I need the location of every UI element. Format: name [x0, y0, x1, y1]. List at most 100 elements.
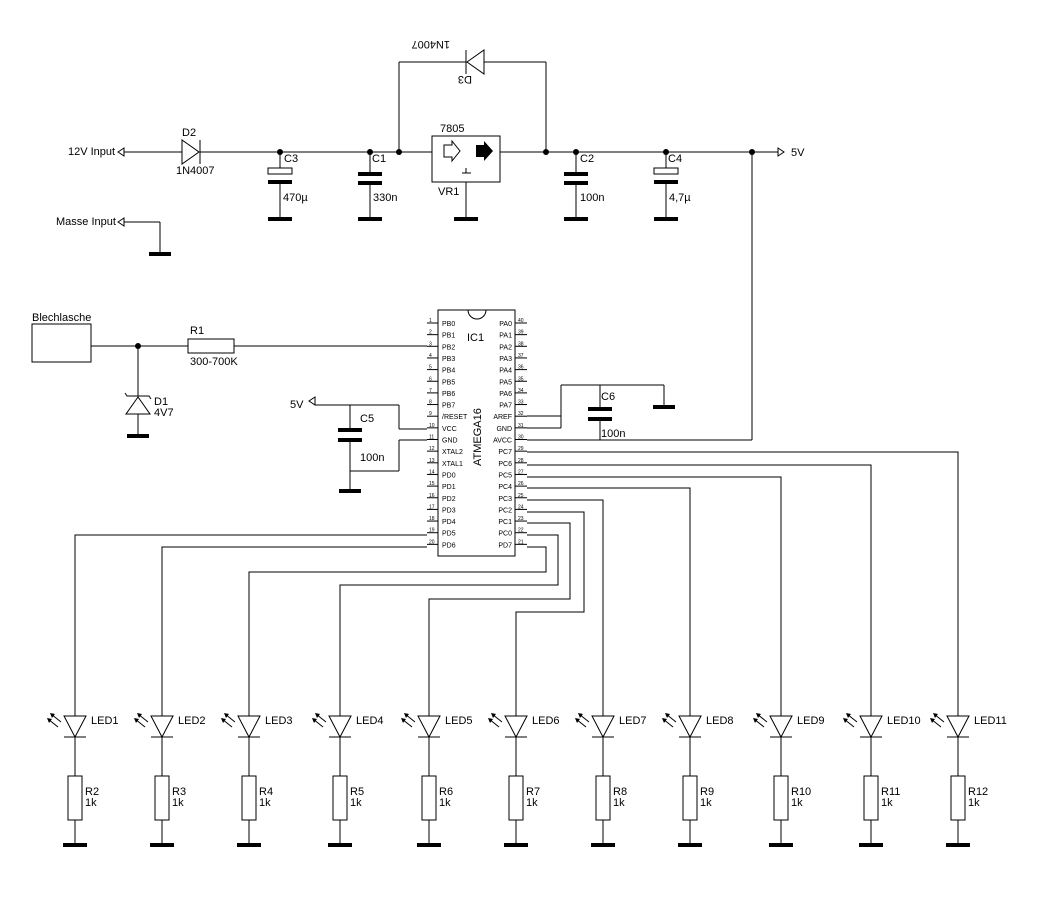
- label-masse-input: Masse Input: [56, 216, 116, 228]
- led-symbol: [417, 715, 441, 739]
- resistor-ref: R2: [85, 786, 99, 798]
- ic-pin-number: 16: [429, 493, 435, 499]
- ic-pin-name: PC2: [498, 507, 512, 514]
- ic-pin-number: 17: [429, 504, 435, 510]
- led-symbol: [591, 715, 615, 739]
- power-supply: 12V Input D2 1N4007 C3 470µ: [56, 38, 805, 441]
- ic-pin-name: PB7: [442, 403, 455, 410]
- d1-ref: D1: [154, 396, 168, 408]
- led-symbol: [150, 715, 174, 739]
- light-emission-icon: [488, 713, 503, 728]
- ic-pin-name: PC5: [498, 472, 512, 479]
- regulator-ref: VR1: [438, 186, 459, 198]
- light-emission-icon: [930, 713, 945, 728]
- output-port-5v: [777, 147, 785, 157]
- resistor: [773, 775, 789, 821]
- ic-pin-name: PC0: [498, 531, 512, 538]
- resistor-value: 1k: [526, 797, 538, 809]
- ic-pin-number: 9: [429, 411, 432, 417]
- sensor-input: Blechlasche R1 300-700K D1 4V7: [31, 312, 427, 438]
- ic-pin-name: PB0: [442, 321, 455, 328]
- ic-pin-number: 6: [429, 376, 432, 382]
- ic-pin-name: PC6: [498, 461, 512, 468]
- zener-d1: [124, 346, 152, 438]
- ic-pin-number: 14: [429, 469, 435, 475]
- ic-pin-number: 3: [429, 341, 432, 347]
- ic-pin-number: 10: [429, 423, 435, 429]
- light-emission-icon: [843, 713, 858, 728]
- led-label: LED6: [532, 715, 560, 727]
- led-label: LED10: [887, 715, 921, 727]
- resistor-value: 1k: [968, 797, 980, 809]
- resistor-r1: [187, 338, 235, 354]
- d2-value: 1N4007: [176, 165, 215, 177]
- ic-pin-name: PD3: [442, 507, 456, 514]
- ic-pin-number: 25: [518, 493, 524, 499]
- vcc-port: [308, 396, 316, 406]
- resistor-value: 1k: [613, 797, 625, 809]
- resistor-ref: R10: [791, 786, 811, 798]
- ic-pin-number: 26: [518, 481, 524, 487]
- d1-value: 4V7: [154, 407, 174, 419]
- resistor-ref: R11: [881, 786, 900, 798]
- ic-pin-name: PA6: [499, 391, 512, 398]
- ic-pin-name: PC4: [498, 484, 512, 491]
- light-emission-icon: [753, 713, 768, 728]
- ic-pin-name: PA2: [499, 344, 512, 351]
- led-symbol: [946, 715, 970, 739]
- ic-pin-number: 1: [429, 318, 432, 324]
- resistor-value: 1k: [85, 797, 97, 809]
- blechlasche-label: Blechlasche: [32, 312, 91, 324]
- resistor: [67, 775, 83, 821]
- resistor: [154, 775, 170, 821]
- ic-pin-number: 19: [429, 528, 435, 534]
- ic-ref: IC1: [467, 332, 484, 344]
- ic-pin-number: 23: [518, 516, 524, 522]
- resistor-ref: R8: [613, 786, 627, 798]
- ic-pin-number: 2: [429, 330, 432, 336]
- led-channels: LED1R21kLED2R31kLED3R41kLED4R51kLED5R61k…: [47, 713, 1007, 847]
- ic-pin-name: PD2: [442, 496, 456, 503]
- resistor-ref: R5: [350, 786, 364, 798]
- ic-pin-name: PA5: [499, 379, 512, 386]
- c5-ref: C5: [360, 413, 374, 425]
- ic-pin-number: 36: [518, 365, 524, 371]
- ic-pin-number: 29: [518, 446, 524, 452]
- led-label: LED3: [265, 715, 293, 727]
- led-label: LED4: [356, 715, 384, 727]
- resistor: [950, 775, 966, 821]
- blechlasche-plate: [31, 323, 92, 363]
- ic-pin-name: PD4: [442, 519, 456, 526]
- ic-pin-name: PA4: [499, 368, 512, 375]
- ic-body: [437, 309, 516, 557]
- c3-ref: C3: [284, 153, 298, 165]
- label-5v-output: 5V: [791, 147, 805, 159]
- r1-value: 300-700K: [190, 356, 238, 368]
- regulator-vr1: [431, 135, 501, 221]
- ic-pin-number: 37: [518, 353, 524, 359]
- ic-pin-number: 21: [518, 539, 524, 545]
- ic-pin-name: PD1: [442, 484, 456, 491]
- light-emission-icon: [221, 713, 236, 728]
- light-emission-icon: [401, 713, 416, 728]
- ic-pin-name: PA7: [499, 403, 512, 410]
- ic-pin-name: PD5: [442, 531, 456, 538]
- light-emission-icon: [47, 713, 62, 728]
- ic-pin-number: 38: [518, 341, 524, 347]
- led-label: LED2: [178, 715, 206, 727]
- ic-name: ATMEGA16: [472, 408, 484, 466]
- ic-pin-number: 4: [429, 353, 432, 359]
- led-symbol: [63, 715, 87, 739]
- resistor-value: 1k: [700, 797, 712, 809]
- light-emission-icon: [312, 713, 327, 728]
- led-symbol: [859, 715, 883, 739]
- d3-ref: D3: [458, 73, 472, 85]
- led-label: LED5: [445, 715, 473, 727]
- resistor: [241, 775, 257, 821]
- light-emission-icon: [134, 713, 149, 728]
- resistor-value: 1k: [172, 797, 184, 809]
- c5-value: 100n: [360, 452, 384, 464]
